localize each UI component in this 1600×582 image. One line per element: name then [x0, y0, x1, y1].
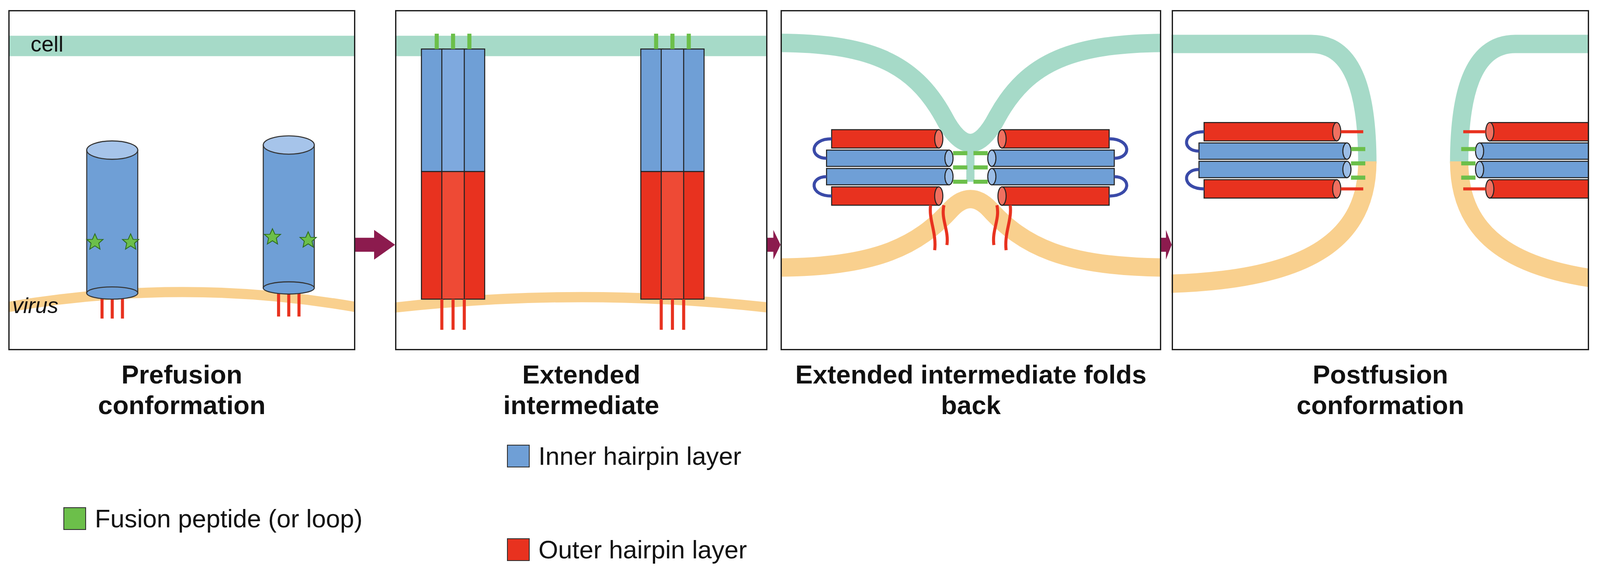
legend-text: Inner hairpin layer — [538, 441, 742, 470]
arrow-shape — [355, 229, 396, 260]
panel-frame: Prefusion conformation — [8, 10, 356, 351]
legend-swatch — [506, 444, 530, 468]
panel-caption: Extended intermediate folds back — [783, 359, 1160, 421]
panel-frame: Extended intermediate — [395, 10, 768, 351]
arrow-shape — [767, 229, 781, 260]
membrane-label: virus — [12, 293, 59, 318]
process-arrow — [1161, 229, 1172, 260]
panel-frame: Postfusion conformation — [1171, 10, 1590, 351]
panel-caption: Postfusion conformation — [1240, 359, 1521, 421]
arrow-shape — [1161, 229, 1172, 260]
legend-text: Outer hairpin layer — [538, 535, 747, 564]
legend-text: Fusion peptide (or loop) — [94, 504, 363, 533]
process-arrow — [355, 229, 396, 260]
membrane-label: cell — [30, 32, 64, 57]
legend-swatch — [63, 506, 87, 530]
panel-caption: Extended intermediate — [445, 359, 717, 421]
legend-swatch — [506, 537, 530, 561]
process-arrow — [767, 229, 781, 260]
panel-frame: Extended intermediate folds back — [780, 10, 1162, 351]
panel-caption: Prefusion conformation — [50, 359, 313, 421]
